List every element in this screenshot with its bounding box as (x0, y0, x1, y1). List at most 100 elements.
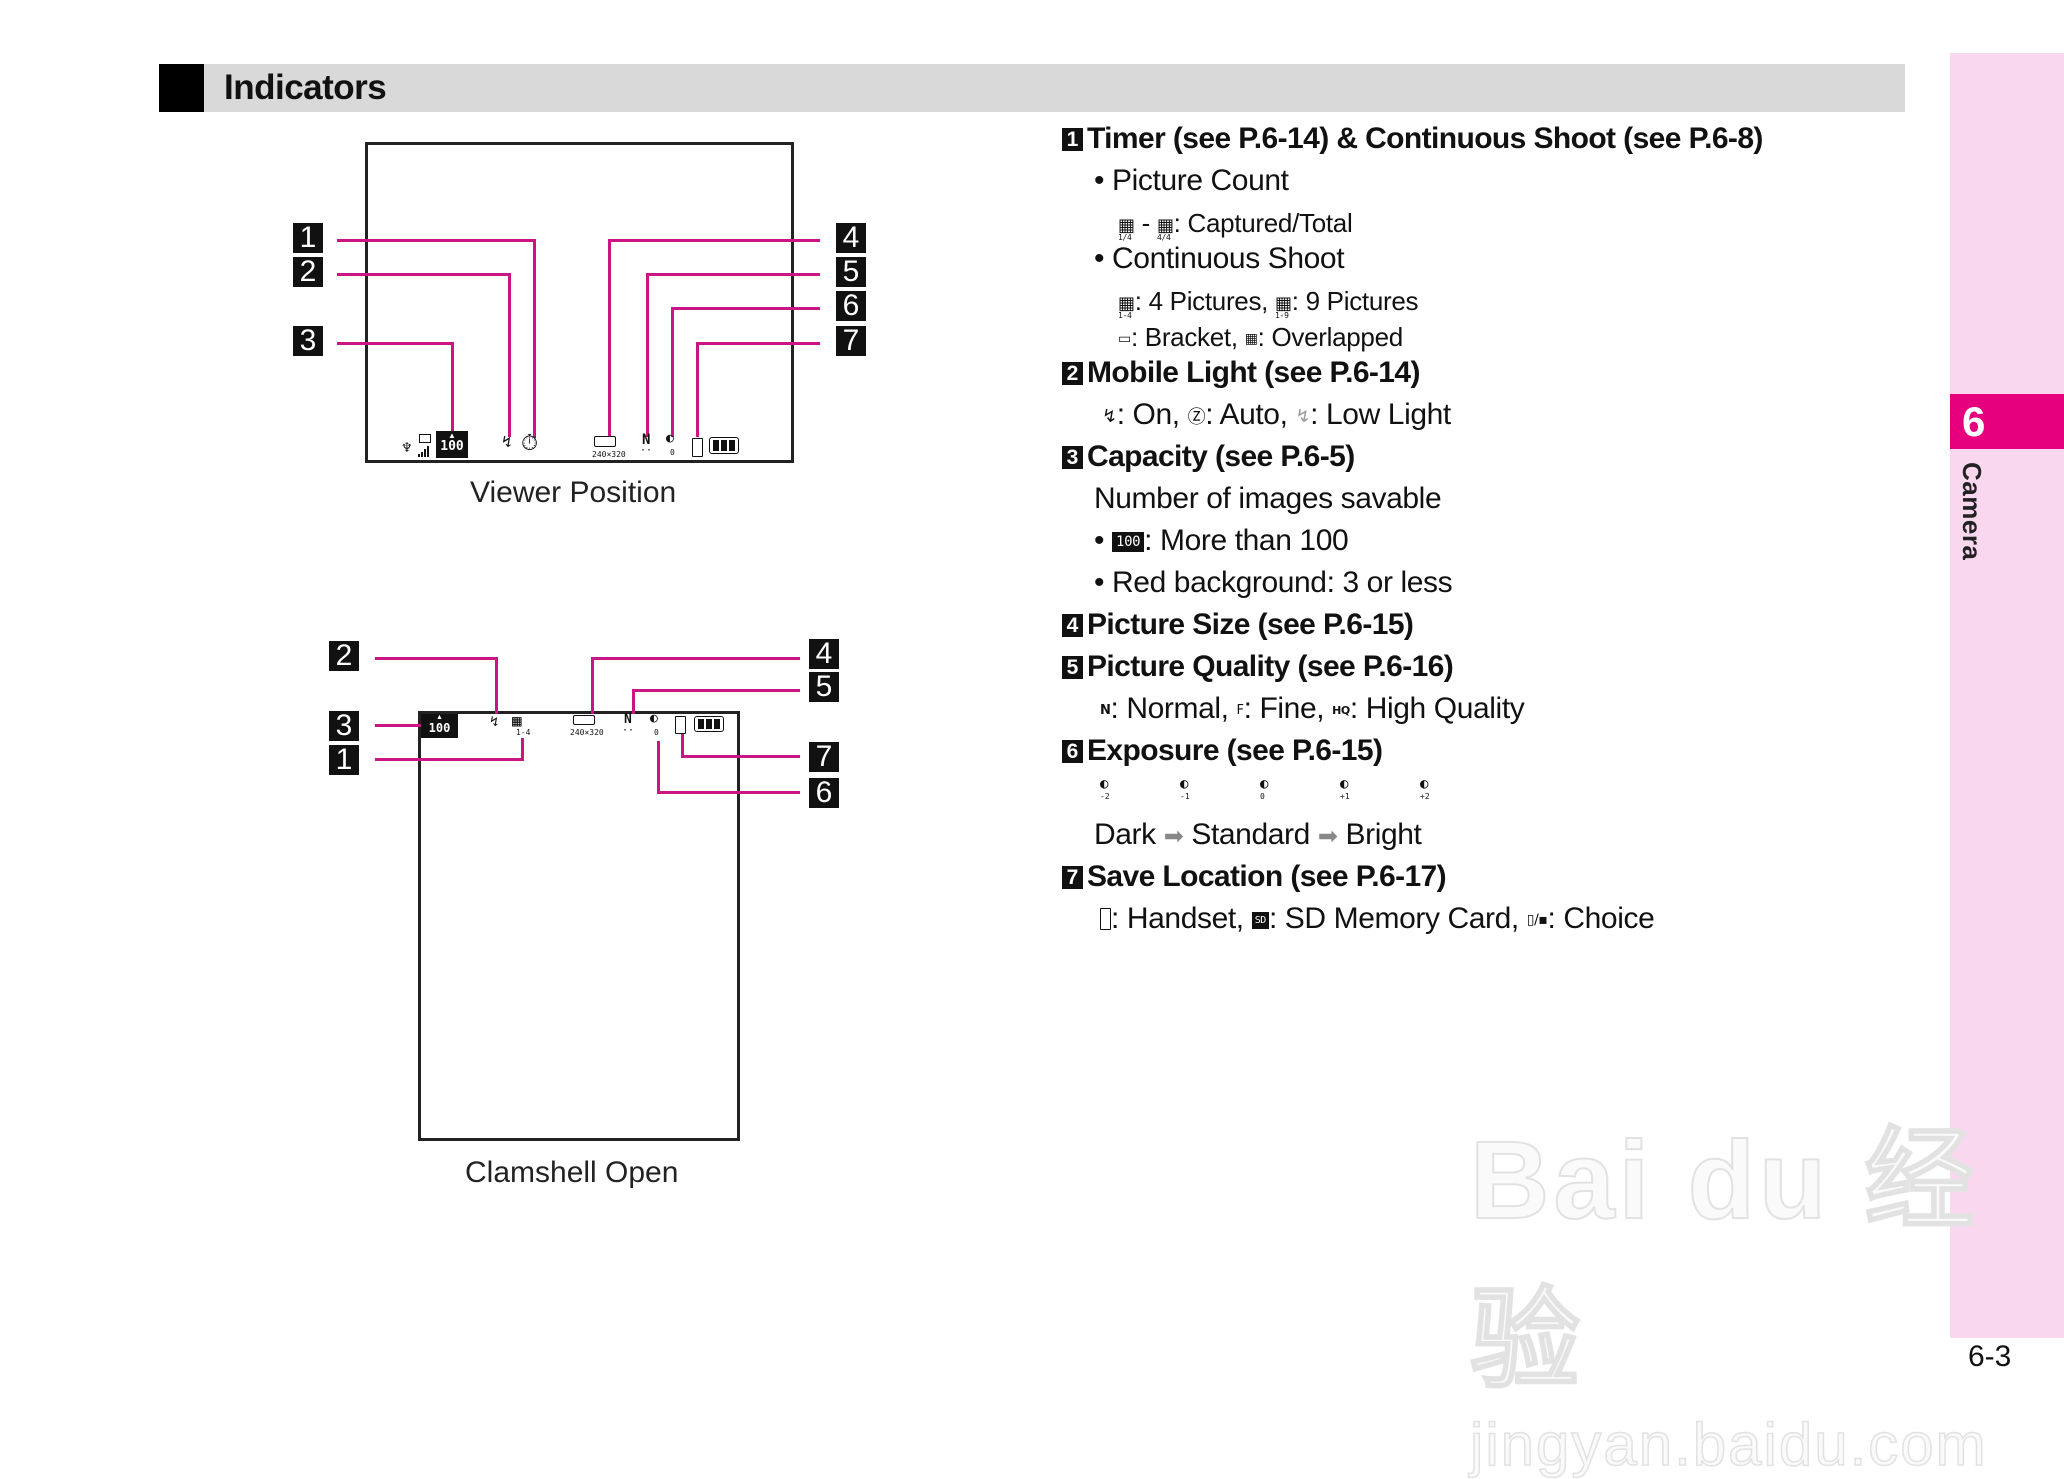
exposure-level-minus-1: ◐-1 (1180, 776, 1190, 801)
page-title: Indicators (224, 68, 387, 107)
picture-count-line: ▦1/4 - ▦4/4: Captured/Total (1118, 208, 1353, 242)
section-number-badge: 4 (1062, 614, 1083, 637)
quality-normal-text: : Normal, (1110, 692, 1229, 725)
exposure-level-minus-2: ◐-2 (1100, 776, 1110, 801)
picture-count-value: 1-4 (516, 728, 531, 737)
section-title: Picture Size (see P.6-15) (1087, 608, 1414, 641)
leader-line-3-vertical (451, 342, 454, 434)
callout-badge-4: 4 (809, 639, 839, 669)
exposure-level-plus-1: ◐+1 (1340, 776, 1350, 801)
capacity-description: Number of images savable (1094, 482, 1442, 515)
viewer-screen-frame (365, 142, 794, 463)
save-location-options: : Handset, SD: SD Memory Card, ▯/▪: Choi… (1100, 902, 1655, 936)
section-number-badge: 3 (1062, 446, 1083, 469)
sd-card-icon: SD (1251, 911, 1269, 929)
choice-icon: ▯/▪ (1526, 912, 1548, 929)
leader-line-5-vertical (632, 689, 635, 714)
section-number-badge: 6 (1062, 740, 1083, 763)
nine-pictures-text: : 9 Pictures (1291, 286, 1419, 316)
capacity-bullet-2: • Red background: 3 or less (1094, 566, 1453, 599)
mobile-light-icon: ↯ (490, 714, 499, 730)
exposure-scale: Dark ➡ Standard ➡ Bright (1094, 818, 1422, 852)
leader-line-6-vertical (671, 307, 674, 437)
handset-icon (1100, 908, 1111, 930)
exposure-icon: ◐ (1340, 776, 1349, 792)
continuous-shoot-row-2: ▭: Bracket, ▦: Overlapped (1118, 322, 1403, 353)
watermark-url: jingyan.baidu.com (1469, 1410, 1988, 1479)
leader-line-3 (375, 724, 421, 727)
leader-line-5 (632, 689, 800, 692)
bracket-text: : Bracket, (1130, 322, 1238, 352)
continuous-shoot-row-1: ▦1-4: 4 Pictures, ▦1-9: 9 Pictures (1118, 286, 1419, 320)
section-number-badge: 2 (1062, 362, 1083, 385)
exposure-value: 0 (654, 728, 659, 737)
overlapped-icon: ▦ (1244, 331, 1258, 348)
viewer-position-caption: Viewer Position (470, 476, 677, 509)
callout-badge-5: 5 (836, 257, 866, 287)
flash-low-text: : Low Light (1310, 398, 1451, 431)
four-pictures-icon: ▦1-4 (1118, 292, 1135, 320)
exposure-level-label: -2 (1100, 792, 1110, 801)
capacity-value: 100 (428, 721, 451, 735)
leader-line-7 (696, 342, 820, 345)
capacity-value: 100 (440, 439, 464, 454)
picture-size-icon (573, 715, 595, 725)
section-number-badge: 1 (1062, 128, 1083, 151)
choice-text: : Choice (1547, 902, 1655, 935)
exposure-icon: ◐ (650, 711, 658, 726)
overlapped-text: : Overlapped (1257, 322, 1404, 352)
leader-line-5-vertical (646, 273, 649, 437)
exposure-dark-label: Dark (1094, 818, 1156, 851)
leader-line-4-vertical (591, 657, 594, 714)
exposure-icon: ◐ (1180, 776, 1189, 792)
quality-fine-icon: F (1236, 702, 1244, 718)
callout-badge-1: 1 (329, 745, 359, 775)
picture-count-start-icon: ▦1/4 (1118, 214, 1135, 242)
section-title: Exposure (see P.6-15) (1087, 734, 1383, 767)
quality-high-icon: HQ (1332, 703, 1350, 717)
exposure-level-label: +1 (1340, 792, 1350, 801)
mobile-light-icon: ↯ (502, 432, 512, 451)
bracket-icon: ▭ (1118, 331, 1131, 348)
network-3g-icon (419, 434, 431, 443)
section-number-badge: 5 (1062, 656, 1083, 679)
leader-line-3 (337, 342, 454, 345)
capacity-bullet-1: • 100: More than 100 (1094, 524, 1349, 558)
battery-icon (709, 437, 739, 454)
chapter-label: Camera (1957, 462, 1987, 561)
callout-badge-4: 4 (836, 223, 866, 253)
exposure-icon: ◐ (1260, 776, 1269, 792)
leader-line-4 (608, 239, 820, 242)
picture-quality-options: N: Normal, F: Fine, HQ: High Quality (1100, 692, 1525, 726)
page-number: 6-3 (1968, 1340, 2012, 1373)
exposure-standard-label: Standard (1191, 818, 1310, 851)
callout-badge-7: 7 (809, 742, 839, 772)
leader-line-1 (337, 239, 536, 242)
section-header-marker (159, 64, 204, 112)
exposure-icon: ◐ (1420, 776, 1429, 792)
callout-badge-2: 2 (329, 641, 359, 671)
continuous-shoot-icon: ▦ (512, 711, 522, 730)
exposure-bright-label: Bright (1345, 818, 1422, 851)
leader-line-6 (657, 791, 800, 794)
picture-quality-icon: N (624, 712, 632, 727)
leader-line-5 (646, 273, 820, 276)
leader-line-2 (337, 273, 511, 276)
flash-low-icon: ↯ (1295, 405, 1311, 427)
arrow-right-icon: ➡ (1163, 823, 1184, 850)
bullet: • (1094, 524, 1113, 557)
flash-auto-text: : Auto, (1205, 398, 1288, 431)
sd-card-text: : SD Memory Card, (1268, 902, 1519, 935)
clamshell-open-caption: Clamshell Open (465, 1156, 679, 1189)
leader-line-2-vertical (495, 657, 498, 714)
exposure-level-label: 0 (1260, 792, 1265, 801)
leader-line-6-vertical (657, 741, 660, 794)
chapter-tab[interactable] (1950, 394, 2064, 449)
self-timer-icon: ⏱ (521, 431, 539, 456)
handset-text: : Handset, (1111, 902, 1244, 935)
